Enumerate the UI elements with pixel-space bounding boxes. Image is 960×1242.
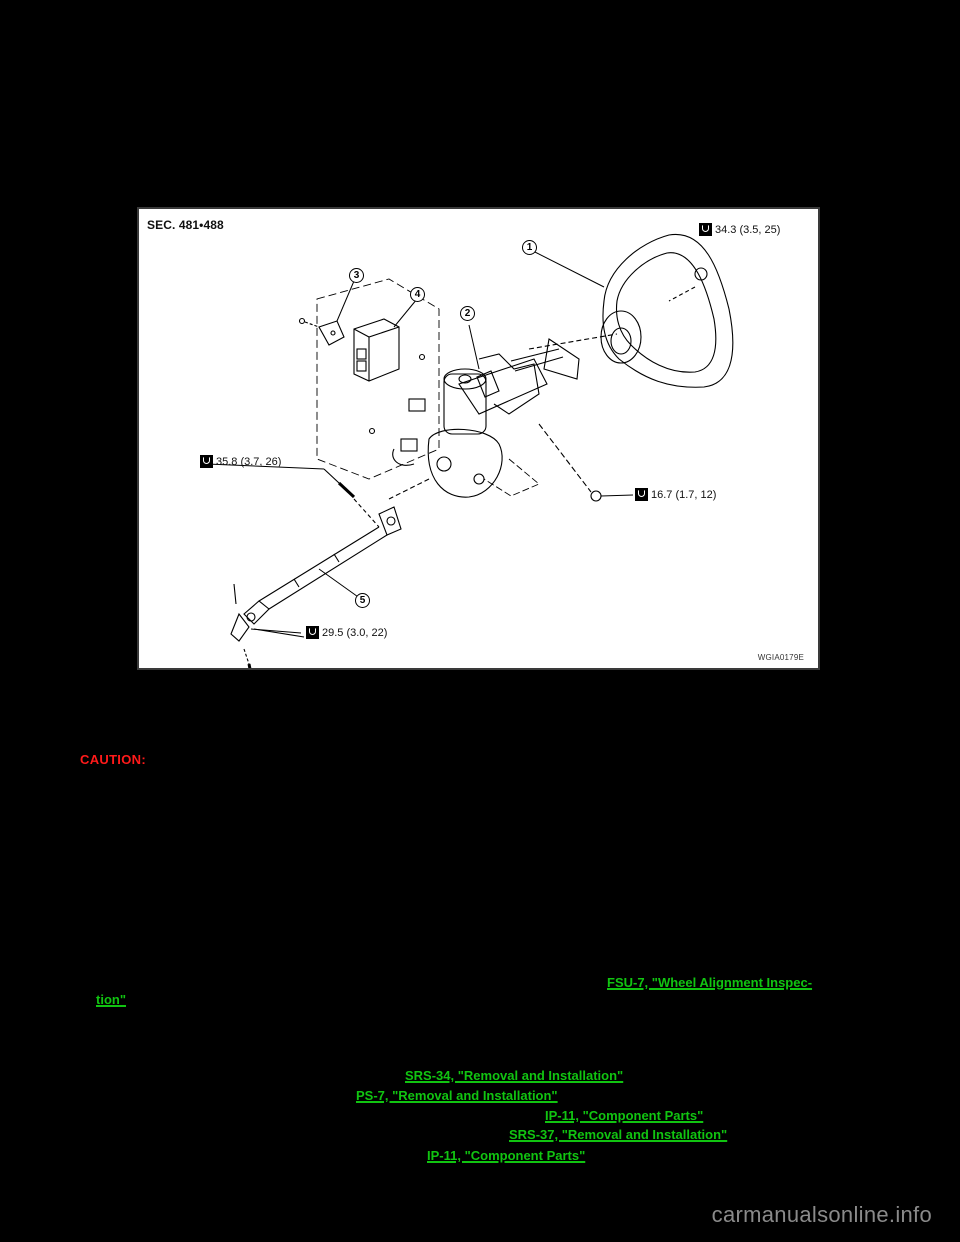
torque-value: 29.5 (3.0, 22) — [322, 626, 388, 639]
exploded-view-figure: SEC. 481•488 1 2 3 4 5 34.3 (3.5, 25) 35… — [137, 207, 820, 670]
watermark: carmanualsonline.info — [711, 1202, 932, 1227]
torque-value: 34.3 (3.5, 25) — [715, 223, 781, 236]
torque-wrench-icon — [306, 626, 319, 639]
torque-spec-column-bolt: 35.8 (3.7, 26) — [200, 455, 281, 468]
callout-2: 2 — [460, 306, 475, 321]
section-label: SEC. 481•488 — [147, 218, 224, 232]
callout-5: 5 — [355, 593, 370, 608]
torque-spec-steering-wheel-nut: 34.3 (3.5, 25) — [699, 223, 780, 236]
caution-label: CAUTION: — [80, 752, 146, 767]
callout-4: 4 — [410, 287, 425, 302]
link-fsu-7-wheel-alignment-cont[interactable]: tion" — [96, 992, 126, 1007]
torque-wrench-icon — [200, 455, 213, 468]
torque-spec-lower-shaft-bolt: 29.5 (3.0, 22) — [306, 626, 387, 639]
link-fsu-7-wheel-alignment[interactable]: FSU-7, "Wheel Alignment Inspec- — [607, 975, 813, 990]
torque-spec-column-nut: 16.7 (1.7, 12) — [635, 488, 716, 501]
link-srs-37-removal-installation[interactable]: SRS-37, "Removal and Installation" — [509, 1127, 728, 1142]
steering-column-diagram — [206, 233, 734, 668]
figure-id: WGIA0179E — [757, 653, 804, 662]
link-ip-11-component-parts[interactable]: IP-11, "Component Parts" — [545, 1108, 704, 1123]
link-ip-11-component-parts-2[interactable]: IP-11, "Component Parts" — [427, 1148, 586, 1163]
torque-wrench-icon — [635, 488, 648, 501]
torque-wrench-icon — [699, 223, 712, 236]
link-srs-34-removal-installation[interactable]: SRS-34, "Removal and Installation" — [405, 1068, 624, 1083]
callout-3: 3 — [349, 268, 364, 283]
callout-1: 1 — [522, 240, 537, 255]
torque-value: 16.7 (1.7, 12) — [651, 488, 717, 501]
link-ps-7-removal-installation[interactable]: PS-7, "Removal and Installation" — [356, 1088, 558, 1103]
torque-value: 35.8 (3.7, 26) — [216, 455, 282, 468]
